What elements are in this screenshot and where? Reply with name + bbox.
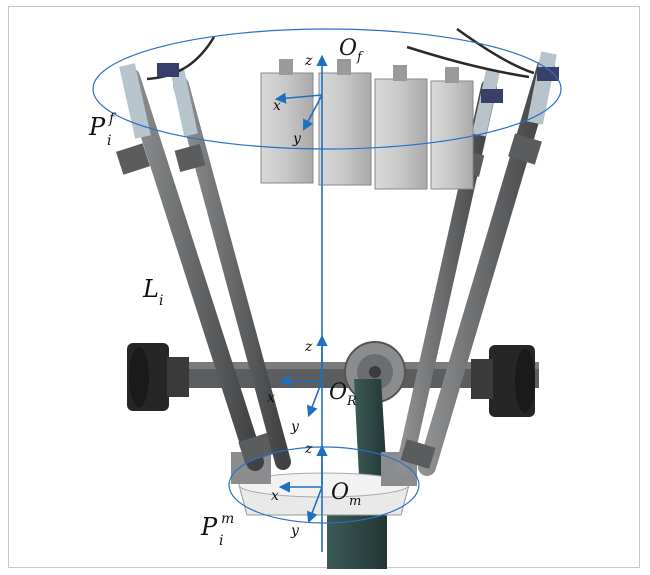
- left-wheel: [127, 343, 189, 411]
- top-frame-label: Of: [339, 36, 364, 65]
- right-wheel: [471, 345, 535, 417]
- actuator-box-2: [318, 59, 372, 186]
- bottom-frame-label: Om: [331, 480, 361, 509]
- top-y-axis: [302, 94, 323, 131]
- top-y-label: y: [292, 131, 302, 147]
- leg-2: [170, 67, 291, 470]
- robot-diagram: z x y z x y z x y Of OR Om P i f P i m L…: [88, 27, 562, 569]
- bottom-z-label: z: [304, 441, 313, 457]
- cables: [146, 27, 535, 81]
- top-x-label: x: [273, 98, 281, 114]
- actuator-box-1: [260, 59, 314, 184]
- clamps: [157, 63, 559, 103]
- bottom-joint-label: P i m: [200, 511, 234, 551]
- top-joint-label: P i f: [88, 111, 119, 151]
- top-x-axis: [274, 92, 323, 104]
- leg-label: L i: [142, 275, 167, 309]
- mid-frame-label: OR: [329, 380, 357, 409]
- mid-y-label: y: [290, 419, 300, 435]
- mid-z-label: z: [304, 339, 313, 355]
- actuator-box-4: [430, 67, 474, 190]
- figure-frame: z x y z x y z x y Of OR Om P i f P i m L…: [8, 6, 640, 569]
- bottom-y-label: y: [290, 523, 300, 539]
- mid-x-label: x: [267, 390, 275, 406]
- top-z-label: z: [304, 53, 313, 69]
- leg-4: [400, 51, 557, 476]
- bottom-x-label: x: [271, 488, 279, 504]
- top-frame-ellipse: [92, 28, 562, 150]
- actuator-box-3: [374, 65, 428, 190]
- bottom-y-axis: [306, 486, 323, 524]
- mid-y-axis: [306, 380, 323, 418]
